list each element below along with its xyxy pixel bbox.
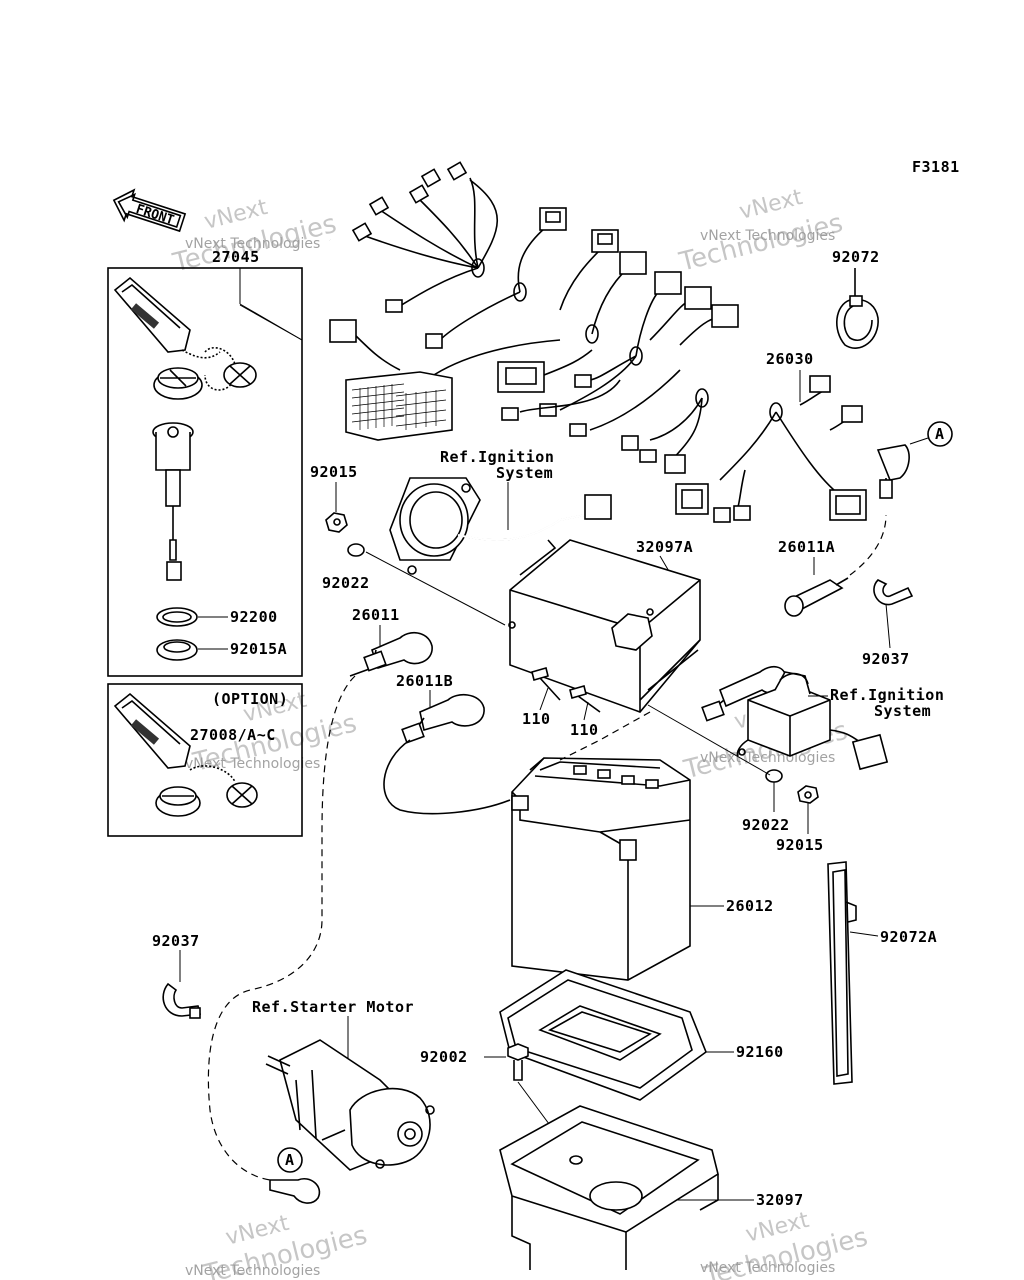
watermark-inline: vNext Technologies: [185, 1263, 320, 1279]
battery-tray-92160: 92160 92002: [420, 969, 784, 1156]
label-92015-upper: 92015: [310, 463, 358, 481]
nut-92015-icon: [325, 512, 348, 533]
label-26011B: 26011B: [396, 672, 453, 690]
ref-ignition-1-line2: System: [496, 464, 553, 482]
figure-code: F3181: [912, 158, 960, 176]
label-option: (OPTION): [212, 690, 288, 708]
watermark-inline: vNext Technologies: [700, 228, 835, 244]
battery-26012: 26012: [511, 757, 774, 981]
callout-a-bottom: A: [285, 1151, 295, 1169]
callout-a-top-icon: [927, 421, 953, 447]
battery-icon: [511, 757, 691, 981]
bolt-110-left-icon: [531, 667, 549, 681]
ignition-key-icon: [113, 276, 191, 353]
washer-92022-lower-icon: [765, 769, 783, 783]
label-32097: 32097: [756, 1191, 804, 1209]
label-26011A: 26011A: [778, 538, 835, 556]
label-26011: 26011: [352, 606, 400, 624]
option-kit: (OPTION) 27008/A~C: [107, 683, 303, 837]
label-26012: 26012: [726, 897, 774, 915]
nut-92015-lower-icon: [797, 785, 819, 804]
label-92022-lower: 92022: [742, 816, 790, 834]
label-92037-left: 92037: [152, 932, 200, 950]
starter-relay-icon: [747, 683, 831, 757]
option-key-icon: [113, 692, 191, 769]
label-32097A: 32097A: [636, 538, 693, 556]
callout-a-top: A: [935, 425, 945, 443]
label-92002: 92002: [420, 1048, 468, 1066]
label-110-left: 110: [522, 710, 551, 728]
label-26030: 26030: [766, 350, 814, 368]
label-92200: 92200: [230, 608, 278, 626]
label-92015-lower: 92015: [776, 836, 824, 854]
callout-a-bottom-icon: [277, 1147, 303, 1173]
label-92072: 92072: [832, 248, 880, 266]
nut-92015A-icon: [156, 639, 198, 661]
battery-tray-icon: [499, 969, 707, 1101]
label-92037-right: 92037: [862, 650, 910, 668]
ref-ignition-2-line1: Ref.Ignition: [830, 686, 944, 704]
clamp-92072-icon: 92072: [832, 248, 880, 349]
ecu-cover-32097A: 32097A 110 110: [508, 538, 701, 739]
ignition-switch-kit: 27045 92200 92015A: [107, 248, 303, 677]
washer-92200-icon: [156, 607, 198, 627]
label-27045: 27045: [212, 248, 260, 266]
bolt-110-right-icon: [569, 685, 587, 699]
label-27008: 27008/A~C: [190, 726, 276, 744]
starter-motor: Ref.Starter Motor A: [252, 998, 435, 1204]
starter-relay: Ref.Ignition System 92022 92015: [647, 665, 944, 854]
washer-92022-icon: [347, 543, 365, 557]
nut-washer-upper: 92015 92022: [310, 463, 506, 626]
kit-box: [107, 267, 303, 677]
ref-ignition-1-line1: Ref.Ignition: [440, 448, 554, 466]
label-110-right: 110: [570, 721, 599, 739]
label-92015A: 92015A: [230, 640, 287, 658]
watermark-inline: vNext Technologies: [185, 756, 320, 772]
bolt-92002-icon: [507, 1043, 529, 1061]
option-box: [107, 683, 303, 837]
main-wiring-harness: 26030: [329, 161, 867, 523]
watermark-inline: vNext Technologies: [185, 236, 320, 252]
lead-26011A: 26011A A 92037: [778, 421, 953, 668]
ignition-reference-1: Ref.Ignition System: [389, 448, 612, 575]
label-92022-upper: 92022: [322, 574, 370, 592]
battery-leads: 26011 26011B: [207, 606, 511, 1181]
label-92160: 92160: [736, 1043, 784, 1061]
ref-starter-motor: Ref.Starter Motor: [252, 998, 414, 1016]
strap-92072A: 92072A: [827, 861, 937, 1085]
label-92072A: 92072A: [880, 928, 937, 946]
front-arrow-icon: FRONT: [112, 188, 187, 233]
ref-ignition-2-line2: System: [874, 702, 931, 720]
battery-box-32097: 32097: [499, 1105, 804, 1270]
clamp-92037-left: 92037: [152, 932, 201, 1019]
junction-box-icon: [345, 371, 453, 441]
watermark-inline: vNext Technologies: [700, 750, 835, 766]
watermark-inline: vNext Technologies: [700, 1260, 835, 1276]
